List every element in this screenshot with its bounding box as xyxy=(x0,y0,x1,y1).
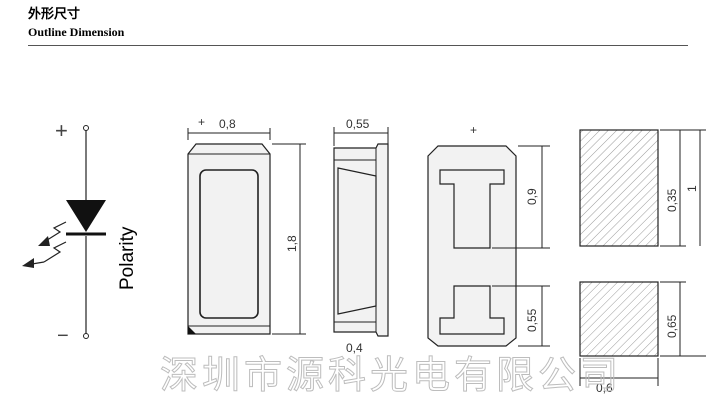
back-view: + 0,9 0,55 xyxy=(427,123,550,347)
diode-triangle xyxy=(66,200,106,232)
front-plus-mark: + xyxy=(198,115,205,129)
cathode-minus-sign: − xyxy=(57,325,69,347)
back-plus-mark: + xyxy=(470,123,477,137)
back-body-outline xyxy=(427,145,517,347)
back-lower-dim: 0,55 xyxy=(525,308,539,332)
pad-upper-dim: 0,35 xyxy=(665,188,679,212)
cathode-corner-mark xyxy=(188,326,196,334)
side-width-dim: 0,55 xyxy=(346,117,370,131)
side-bottom-dim: 0,4 xyxy=(346,341,363,355)
back-upper-dim: 0,9 xyxy=(525,188,539,205)
front-view: + 0,8 1,8 xyxy=(187,115,306,335)
side-body-outline xyxy=(333,143,389,337)
anode-terminal xyxy=(83,125,89,131)
anode-plus-sign: + xyxy=(55,118,68,143)
front-width-dim: 0,8 xyxy=(219,117,236,131)
section-title-chinese: 外形尺寸 xyxy=(28,7,81,22)
back-upper-pad xyxy=(439,169,505,249)
emission-arrows xyxy=(22,221,67,268)
pad-width-dim: 0,6 xyxy=(596,381,613,395)
cathode-terminal xyxy=(83,333,89,339)
company-watermark: 深圳市源科光电有限公司 xyxy=(160,353,622,397)
section-title-english: Outline Dimension xyxy=(28,25,125,39)
side-lens-profile xyxy=(337,167,377,315)
lens-window xyxy=(199,169,259,319)
header-divider xyxy=(28,45,688,46)
pad-lower-dim: 0,65 xyxy=(665,314,679,338)
side-view: 0,55 0,4 xyxy=(333,117,389,355)
pad-total-dim: 1 xyxy=(685,185,699,192)
polarity-label: Polarity xyxy=(117,226,138,290)
back-lower-pad xyxy=(439,285,505,335)
front-height-dim: 1,8 xyxy=(285,235,299,252)
diode-symbol: + − Polarity xyxy=(22,118,138,347)
pad-upper xyxy=(579,129,659,247)
pad-lower xyxy=(579,281,659,357)
pad-layout: 0,35 0,65 1 0,6 xyxy=(579,129,706,395)
